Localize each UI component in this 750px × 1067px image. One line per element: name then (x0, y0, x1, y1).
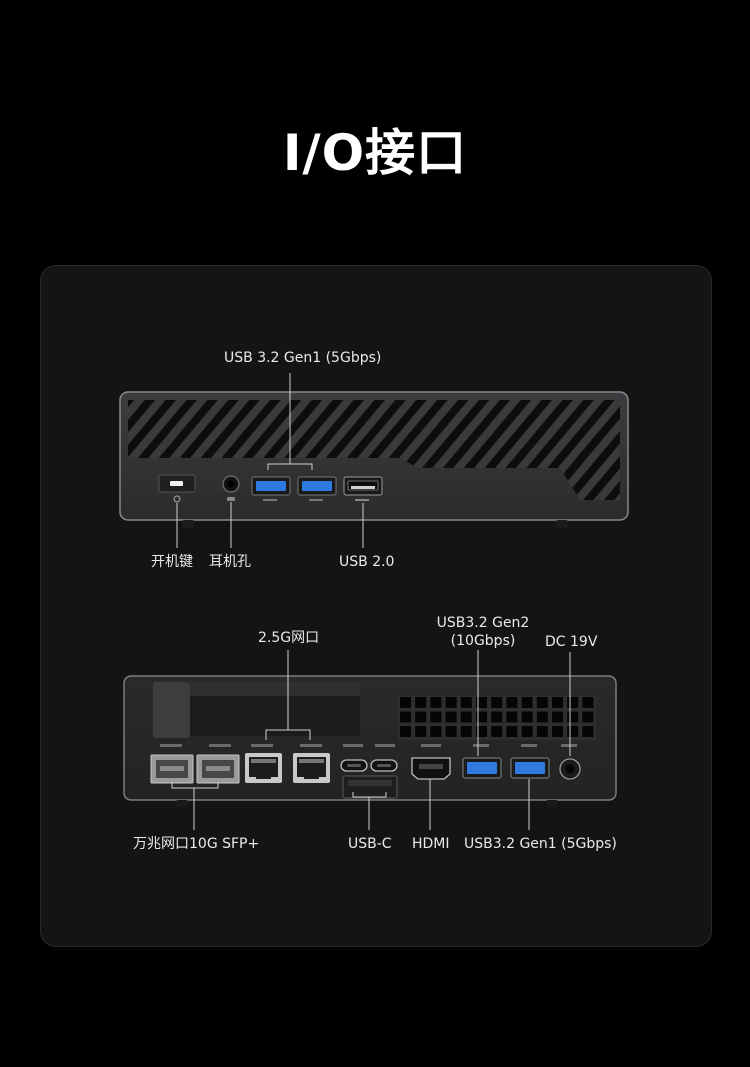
vent-hole (491, 711, 503, 723)
vent-hole (400, 697, 411, 708)
sfp-ports (150, 754, 240, 784)
audio-jack (222, 475, 240, 501)
vent-hole (445, 726, 457, 737)
vent-hole (521, 726, 533, 737)
front-leader-lines (176, 373, 364, 548)
dc-jack (559, 758, 581, 780)
vent-hole (536, 697, 548, 708)
label-rear-usb32-gen1: USB3.2 Gen1 (5Gbps) (464, 836, 617, 852)
vent-hole (415, 711, 427, 723)
vent-hole (415, 697, 427, 708)
vent-hole (582, 697, 594, 708)
label-front-usb32-gen1: USB 3.2 Gen1 (5Gbps) (224, 350, 382, 366)
usbc-ports (340, 759, 398, 799)
label-usbc: USB-C (348, 836, 392, 852)
vent-hole (476, 726, 487, 737)
vent-hole (552, 697, 563, 708)
label-dc-19v: DC 19V (545, 634, 598, 650)
vent-hole (445, 697, 457, 708)
vent-hole (430, 711, 442, 723)
label-sfp: 万兆网口10G SFP+ (133, 836, 260, 852)
hdmi-port (411, 757, 451, 780)
vent-hole (491, 726, 503, 737)
vent-hole (567, 697, 579, 708)
vent-hole (430, 697, 442, 708)
vent-hole (506, 726, 518, 737)
label-lan-25g: 2.5G网口 (258, 630, 320, 646)
vent-hole (536, 711, 548, 723)
vent-hole (460, 697, 472, 708)
vent-hole (430, 726, 442, 737)
front-device (119, 391, 629, 528)
vent-hole (460, 726, 472, 737)
page-title: I/O接口 (282, 124, 468, 182)
io-panel (40, 265, 712, 947)
vent-hole (476, 711, 487, 723)
label-usb20: USB 2.0 (339, 554, 395, 570)
vent-hole (567, 711, 579, 723)
label-power-button: 开机键 (151, 554, 193, 570)
label-hdmi: HDMI (412, 836, 450, 852)
vent-hole (415, 726, 427, 737)
vent-hole (476, 697, 487, 708)
vent-hole (582, 711, 594, 723)
vent-hole (491, 697, 503, 708)
rear-device (123, 675, 617, 807)
vent-hole (460, 711, 472, 723)
power-button (158, 474, 196, 503)
front-usb3-ports (251, 476, 337, 501)
vent-hole (506, 697, 518, 708)
rear-leader-lines (171, 650, 571, 830)
lan-25g-ports (245, 753, 330, 783)
vent-hole (552, 726, 563, 737)
label-usb32-gen2-line1: USB3.2 Gen2 (436, 615, 530, 631)
label-usb32-gen2-line2: (10Gbps) (450, 633, 516, 649)
vent-hole (536, 726, 548, 737)
rear-usb3-ports (462, 757, 550, 779)
vent-hole (445, 711, 457, 723)
vent-hole (400, 726, 411, 737)
label-audio-jack: 耳机孔 (209, 554, 251, 570)
vent-hole (582, 726, 594, 737)
vent-hole (567, 726, 579, 737)
vent-hole (521, 711, 533, 723)
front-usb2-port (343, 476, 383, 501)
vent-hole (400, 711, 411, 723)
vent-hole (552, 711, 563, 723)
vent-hole (521, 697, 533, 708)
vent-hole (506, 711, 518, 723)
